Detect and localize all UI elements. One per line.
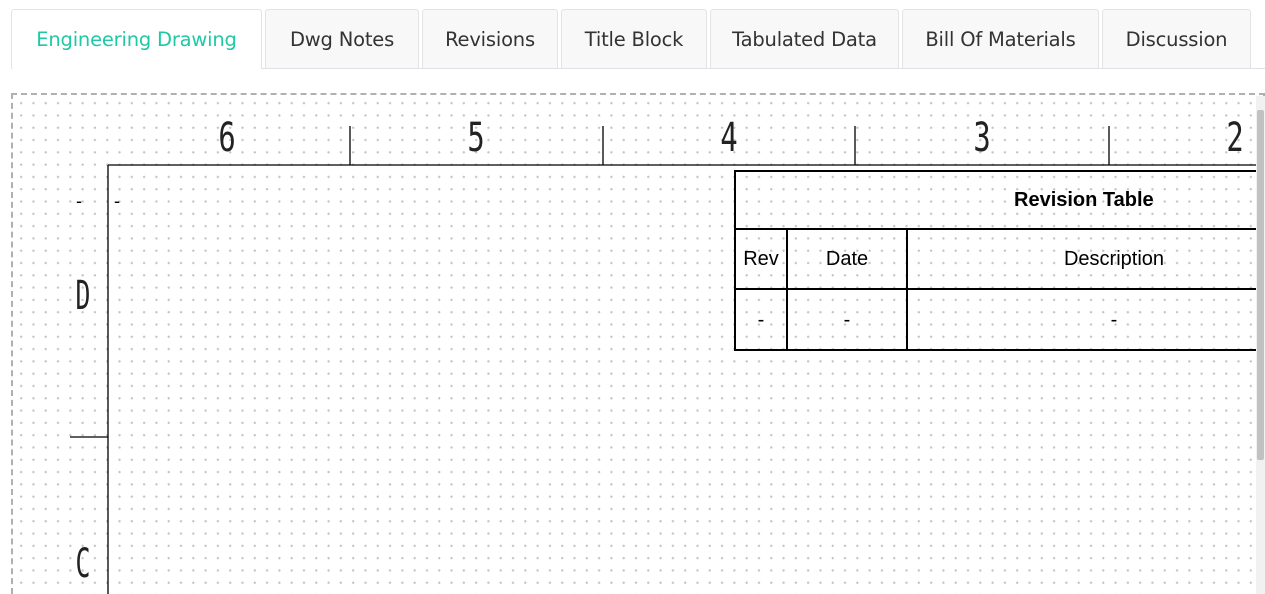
revision-table-header-row: Rev Date Description bbox=[736, 230, 1263, 290]
field-dash-left: - bbox=[76, 191, 82, 211]
revision-table: Revision Table Rev Date Description - - … bbox=[734, 170, 1263, 351]
revision-table-title-row: Revision Table bbox=[736, 172, 1263, 230]
zone-letter-d: D bbox=[76, 272, 91, 319]
cell-date: - bbox=[788, 290, 908, 350]
tab-title-block[interactable]: Title Block bbox=[561, 9, 707, 68]
table-row[interactable]: - - - bbox=[736, 290, 1263, 350]
revision-table-title: Revision Table bbox=[1014, 189, 1154, 211]
zone-number-3: 3 bbox=[973, 115, 990, 161]
header-date: Date bbox=[788, 230, 908, 288]
tab-dwg-notes[interactable]: Dwg Notes bbox=[265, 9, 419, 68]
zone-number-4: 4 bbox=[720, 115, 737, 161]
tab-tabulated-data[interactable]: Tabulated Data bbox=[710, 9, 899, 68]
cell-description: - bbox=[1110, 308, 1118, 331]
zone-number-5: 5 bbox=[467, 115, 484, 161]
zone-number-6: 6 bbox=[218, 115, 235, 161]
zone-letter-c: C bbox=[76, 540, 91, 587]
tab-bill-of-materials[interactable]: Bill Of Materials bbox=[902, 9, 1099, 68]
scrollbar-thumb[interactable] bbox=[1257, 110, 1264, 460]
cell-rev: - bbox=[736, 290, 788, 350]
header-rev: Rev bbox=[736, 230, 788, 288]
zone-number-2: 2 bbox=[1226, 115, 1243, 161]
field-dash-right: - bbox=[114, 191, 120, 211]
drawing-canvas[interactable]: 6 5 4 3 2 D C - - Revision Table Rev Dat… bbox=[11, 93, 1265, 594]
tab-discussion[interactable]: Discussion bbox=[1102, 9, 1251, 68]
header-description: Description bbox=[1063, 247, 1165, 270]
tab-revisions[interactable]: Revisions bbox=[422, 9, 558, 68]
vertical-scrollbar[interactable] bbox=[1256, 96, 1265, 594]
drawing-tabs: Engineering Drawing Dwg Notes Revisions … bbox=[11, 9, 1265, 69]
tab-engineering-drawing[interactable]: Engineering Drawing bbox=[11, 9, 262, 69]
drawing-frame: 6 5 4 3 2 D C bbox=[70, 115, 1263, 594]
